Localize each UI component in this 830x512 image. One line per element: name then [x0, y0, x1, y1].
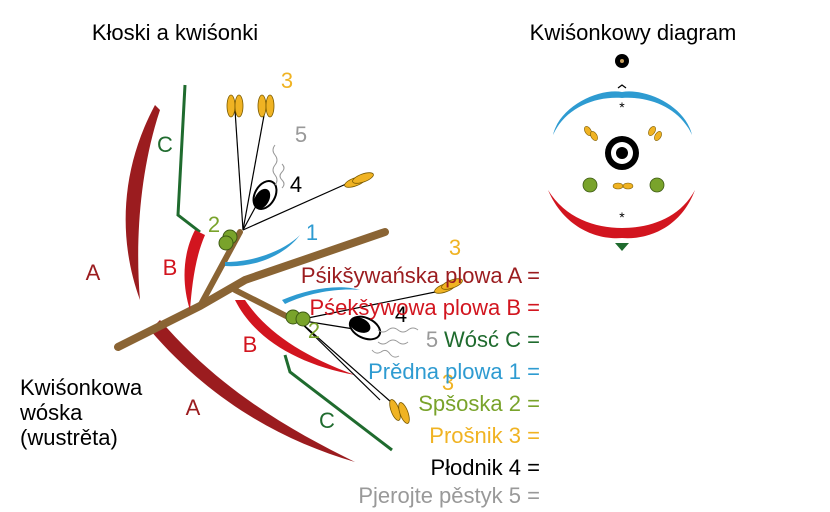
legend-row-1: Prědna plowa 1 = [368, 359, 540, 384]
label-a-upper: A [86, 260, 101, 285]
floral-diagram: * * [548, 54, 695, 251]
svg-text:*: * [619, 209, 625, 225]
glume-b-lower [235, 300, 355, 375]
label-2-lower: 2 [308, 318, 320, 343]
axis-caption-line-3: (wustrěta) [20, 425, 118, 450]
label-b-lower: B [243, 332, 258, 357]
right-title: Kwiśonkowy diagram [530, 20, 737, 45]
glume-b-upper [184, 230, 205, 310]
label-5-upper: 5 [295, 122, 307, 147]
rachilla-branch-lower [232, 287, 293, 321]
rachilla-axis [114, 228, 389, 351]
label-3-upper: 3 [281, 68, 293, 93]
legend-row-b: Pśekšywowa plowa B = [309, 295, 540, 320]
legend-row-a: Pśikšywańska plowa A = [301, 263, 540, 288]
glume-a-upper [125, 105, 160, 300]
lodicule-upper [225, 235, 300, 267]
label-3-right: 3 [449, 235, 461, 260]
legend-row-c: Wósć C = [444, 327, 540, 352]
legend-row-4: Płodnik 4 = [430, 455, 540, 480]
lower-floret [285, 278, 463, 424]
label-4-lower: 4 [395, 302, 407, 327]
left-title: Kłoski a kwiśonki [92, 20, 258, 45]
label-c-upper: C [157, 132, 173, 157]
legend-row-3: Prošnik 3 = [429, 423, 540, 448]
glume-a-lower [150, 320, 355, 462]
lodicule-lower [282, 287, 360, 304]
label-1-upper: 1 [306, 220, 318, 245]
label-2-upper: 2 [208, 212, 220, 237]
legend-row-5: Pjerojte pěstyk 5 = [358, 483, 540, 508]
glume-c-upper [176, 84, 201, 234]
axis-caption-line-1: Kwiśonkowa [20, 375, 143, 400]
label-b-upper: B [163, 255, 178, 280]
label-4-upper: 4 [290, 172, 302, 197]
glume-c-lower [283, 354, 393, 452]
lemma-arc [548, 190, 695, 239]
svg-text:*: * [619, 99, 625, 115]
palea-arc [553, 91, 692, 135]
legend: Pśikšywańska plowa A = Pśekšywowa plowa … [301, 263, 540, 508]
label-5-lower: 5 [426, 327, 438, 352]
label-c-lower: C [319, 408, 335, 433]
upper-floret [218, 94, 374, 251]
axis-caption-line-2: wóska [19, 400, 83, 425]
legend-row-2: Spšoska 2 = [418, 391, 540, 416]
label-a-lower: A [186, 395, 201, 420]
label-3-lower: 3 [442, 370, 454, 395]
